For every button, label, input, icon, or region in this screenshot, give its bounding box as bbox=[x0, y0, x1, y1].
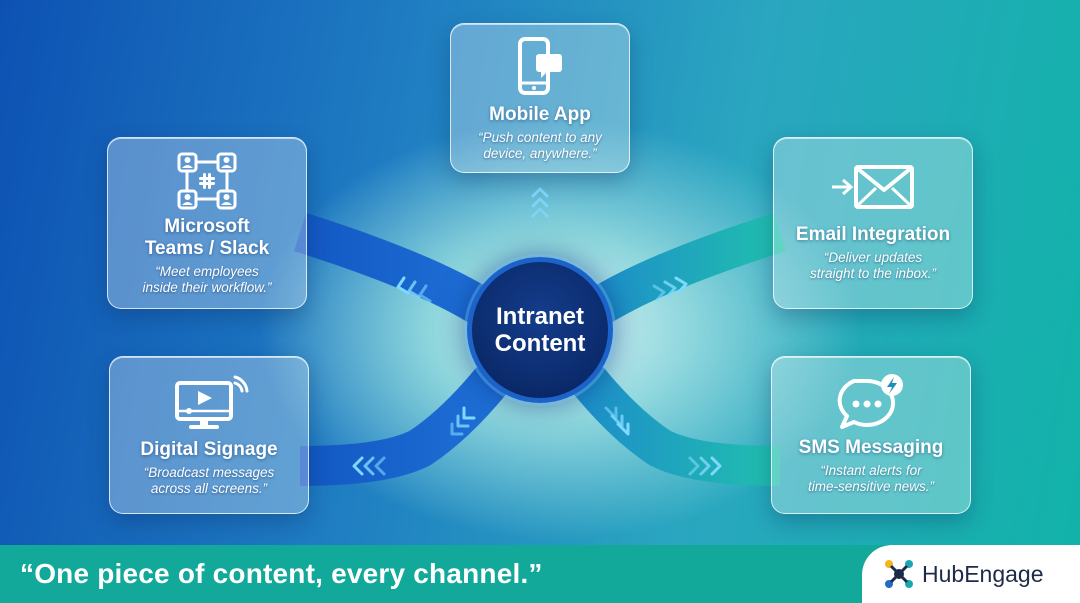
channel-title: Digital Signage bbox=[140, 439, 278, 460]
monitor-broadcast-icon bbox=[175, 375, 249, 429]
hub-circle: Intranet Content bbox=[467, 257, 613, 403]
footer-banner: “One piece of content, every channel.” H… bbox=[0, 545, 1080, 603]
channel-card-sms-messaging: SMS Messaging “Instant alerts for time-s… bbox=[771, 356, 971, 514]
channel-title: Mobile App bbox=[489, 104, 591, 125]
channel-title: Email Integration bbox=[795, 224, 951, 245]
connector-sms bbox=[572, 367, 781, 486]
teams-slack-icon bbox=[177, 152, 237, 210]
channel-description: “Meet employees inside their workflow.” bbox=[142, 264, 272, 295]
connector-teams bbox=[293, 212, 489, 323]
channel-card-digital-signage: Digital Signage “Broadcast messages acro… bbox=[109, 356, 309, 514]
channel-description: “Instant alerts for time-sensitive news.… bbox=[807, 463, 935, 494]
mobile-phone-icon bbox=[518, 37, 562, 95]
chevrons bbox=[352, 187, 722, 476]
connector-email bbox=[591, 212, 787, 323]
hub-title: Intranet Content bbox=[494, 303, 586, 357]
tagline: “One piece of content, every channel.” bbox=[20, 558, 543, 589]
chat-bubble-lightning-icon bbox=[837, 374, 903, 429]
connector-signage bbox=[299, 367, 508, 486]
brand-name: HubEngage bbox=[922, 560, 1044, 587]
channel-title: Microsoft Teams / Slack bbox=[144, 216, 270, 259]
channel-card-teams-slack: Microsoft Teams / Slack “Meet employees … bbox=[107, 137, 307, 309]
channel-card-email-integration: Email Integration “Deliver updates strai… bbox=[773, 137, 973, 309]
channel-card-mobile-app: Mobile App “Push content to any device, … bbox=[450, 23, 630, 173]
envelope-icon bbox=[832, 165, 914, 209]
channel-description: “Push content to any device, anywhere.” bbox=[478, 130, 602, 161]
channel-description: “Deliver updates straight to the inbox.” bbox=[809, 250, 937, 281]
channel-title: SMS Messaging bbox=[798, 437, 944, 458]
hubengage-logo-icon bbox=[885, 560, 913, 588]
channel-description: “Broadcast messages across all screens.” bbox=[143, 465, 275, 496]
brand-logo: HubEngage bbox=[862, 545, 1080, 603]
